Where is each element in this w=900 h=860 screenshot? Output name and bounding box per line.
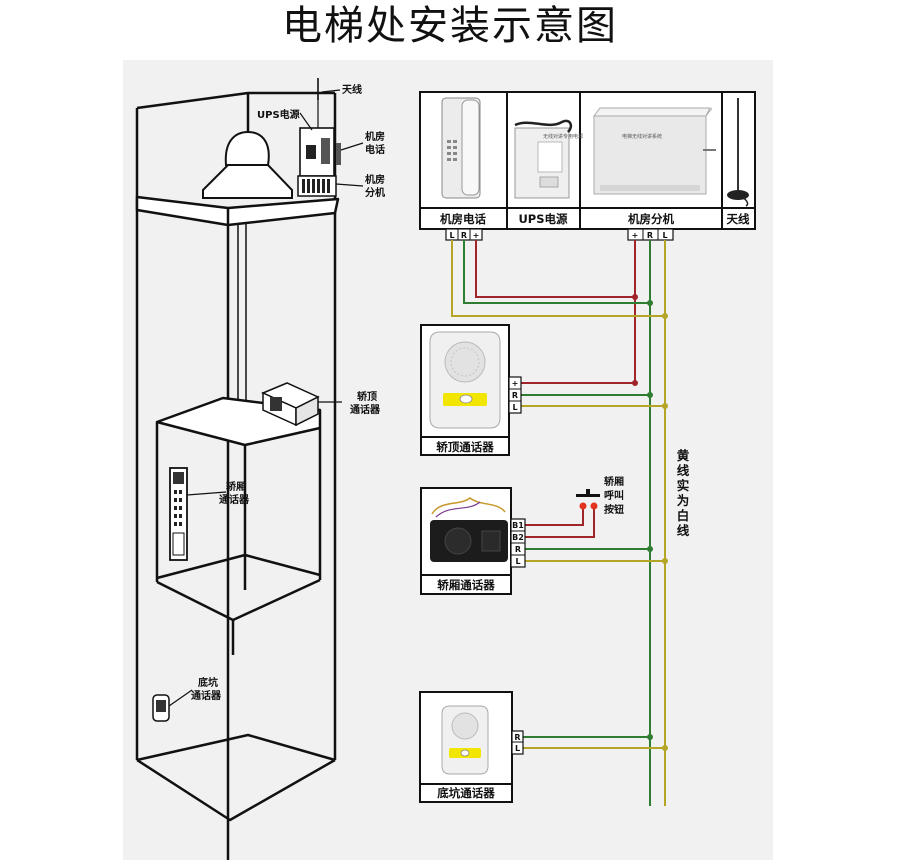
wire-note-vertical: 黄线实为白线 <box>676 448 690 538</box>
car-top-terminal-1: + <box>512 379 519 388</box>
car-top-terminal-block: + R L <box>508 376 522 414</box>
phone-terminal-3: + <box>473 231 480 240</box>
car-terminal-2: B2 <box>512 533 524 542</box>
label-machine-ext-line2: 分机 <box>365 186 385 199</box>
machine-extension-unit <box>297 175 337 197</box>
pit-intercom-unit <box>152 694 170 722</box>
label-machine-phone-line1: 机房 <box>365 130 385 143</box>
ext-terminal-2: R <box>647 231 653 240</box>
car-top-terminal-3: L <box>512 403 517 412</box>
label-pit-line1: 底坑 <box>198 676 218 689</box>
ups-power-device: 无线对讲专用电源 <box>514 119 583 199</box>
car-call-button: 轿厢 呼叫 按钮 <box>576 475 624 516</box>
ext-device-text: 电梯无线对讲系统 <box>622 133 662 140</box>
label-machine-ext-line1: 机房 <box>365 173 385 186</box>
phone-terminal-2: R <box>461 231 467 240</box>
ups-device-text: 无线对讲专用电源 <box>543 133 583 140</box>
label-ups: UPS电源 <box>257 108 300 121</box>
elevator-text-labels: 天线 UPS电源 机房 电话 机房 分机 轿顶 通话器 轿厢 通话器 底坑 通话… <box>191 83 385 702</box>
car-operating-panel <box>169 467 188 561</box>
ext-terminal-3: L <box>662 231 667 240</box>
car-terminal-4: L <box>515 557 520 566</box>
machine-phone-unit <box>336 143 341 165</box>
ext-terminal-block: + R L <box>627 228 674 241</box>
label-machine-phone-line2: 电话 <box>365 143 385 156</box>
car-top-intercom-box: 轿顶通话器 <box>420 324 510 456</box>
car-terminal-3: R <box>515 545 521 554</box>
caption-machine-ext: 机房分机 <box>628 212 674 226</box>
machine-room-phone-device <box>441 97 481 199</box>
label-car-top-line2: 通话器 <box>350 403 381 416</box>
call-button-label-1: 轿厢 <box>604 475 624 488</box>
phone-terminal-block: L R + <box>445 228 483 241</box>
pit-terminal-block: R L <box>511 730 524 755</box>
car-terminal-block: B1 B2 R L <box>510 518 526 568</box>
label-car-top-line1: 轿顶 <box>357 390 377 403</box>
ups-power-unit <box>299 78 335 177</box>
elevator-shaft <box>135 91 340 860</box>
wiring <box>451 240 666 806</box>
caption-machine-phone: 机房电话 <box>440 212 486 226</box>
pit-terminal-2: L <box>515 744 520 753</box>
car-terminal-1: B1 <box>512 521 524 530</box>
machine-extension-device: 电梯无线对讲系统 <box>593 107 716 195</box>
caption-car-intercom: 轿厢通话器 <box>437 578 495 592</box>
traction-ropes <box>237 224 247 415</box>
pit-intercom-box: 底坑通话器 <box>419 691 513 803</box>
car-top-terminal-2: R <box>512 391 518 400</box>
label-car-line2: 通话器 <box>219 493 250 506</box>
antenna-device <box>727 98 749 207</box>
call-button-label-2: 呼叫 <box>604 489 624 502</box>
phone-terminal-1: L <box>449 231 454 240</box>
pit-terminal-1: R <box>514 733 520 742</box>
label-pit-line2: 通话器 <box>191 689 222 702</box>
equipment-captions: 机房电话 UPS电源 机房分机 天线 <box>440 212 750 226</box>
caption-ups: UPS电源 <box>518 212 568 226</box>
page-title: 电梯处安装示意图 <box>282 3 618 49</box>
hoist-machine <box>202 130 293 199</box>
caption-car-top-intercom: 轿顶通话器 <box>436 440 494 454</box>
label-leaders <box>168 89 364 707</box>
wire-junctions <box>632 294 668 751</box>
label-antenna: 天线 <box>342 83 362 96</box>
ext-terminal-1: + <box>632 231 639 240</box>
caption-pit-intercom: 底坑通话器 <box>437 786 495 800</box>
call-button-label-3: 按钮 <box>604 503 624 516</box>
car-top-intercom-unit <box>261 382 320 427</box>
label-car-line1: 轿厢 <box>226 480 246 493</box>
caption-antenna: 天线 <box>727 212 750 226</box>
car-intercom-box: 轿厢通话器 <box>420 487 512 595</box>
